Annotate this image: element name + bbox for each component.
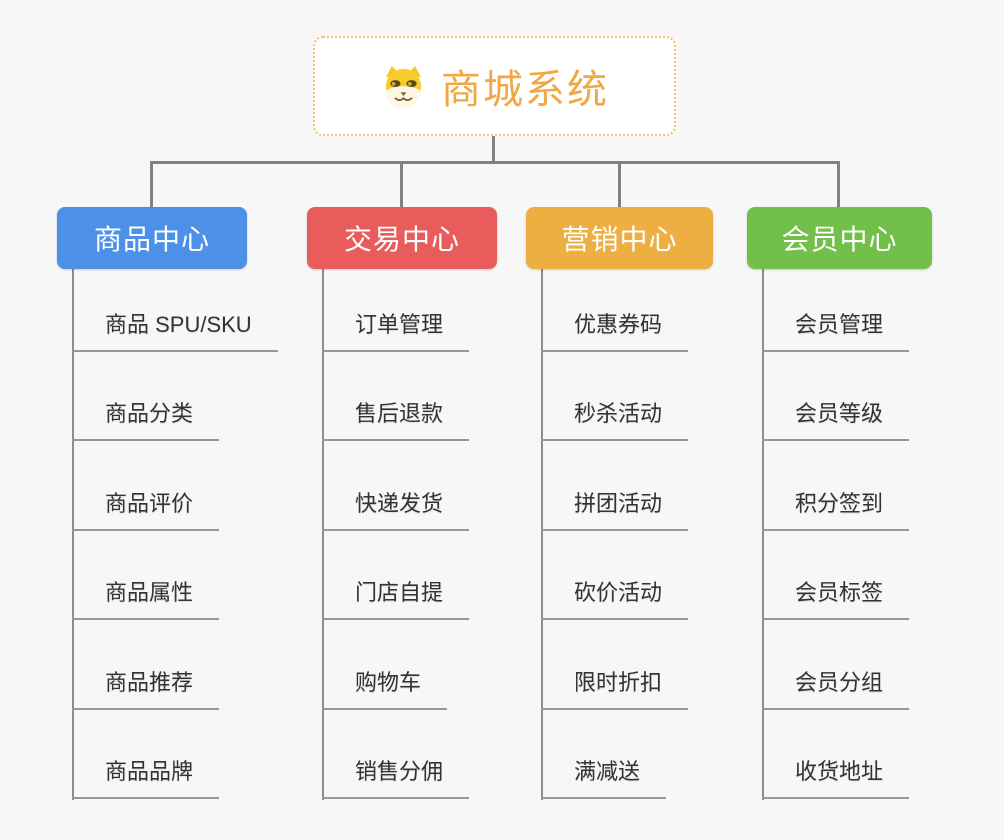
dog-face-icon	[385, 65, 422, 109]
leaf-topic[interactable]: 商品 SPU/SKU	[72, 310, 278, 352]
leaf-topic[interactable]: 订单管理	[322, 310, 470, 352]
leaf-topic[interactable]: 会员标签	[762, 578, 910, 620]
branch-drop-line	[618, 161, 621, 208]
branch-trunk-line	[72, 269, 74, 800]
leaf-topic[interactable]: 售后退款	[322, 399, 470, 441]
leaf-topic[interactable]: 购物车	[322, 668, 448, 710]
root-topic-node[interactable]: 商城系统	[313, 36, 676, 136]
leaf-topic[interactable]: 会员分组	[762, 668, 910, 710]
leaf-topic[interactable]: 商品品牌	[72, 757, 220, 799]
leaf-topic[interactable]: 快递发货	[322, 489, 470, 531]
leaf-topic[interactable]: 限时折扣	[541, 668, 689, 710]
leaf-topic[interactable]: 优惠券码	[541, 310, 689, 352]
branch-trunk-line	[322, 269, 324, 800]
branch-label: 交易中心	[343, 224, 460, 255]
branch-node-marketing-center[interactable]: 营销中心	[526, 207, 713, 269]
leaf-topic[interactable]: 商品属性	[72, 578, 220, 620]
branch-drop-line	[837, 161, 840, 208]
leaf-topic[interactable]: 商品评价	[72, 489, 220, 531]
leaf-topic[interactable]: 收货地址	[762, 757, 910, 799]
branch-trunk-line	[762, 269, 764, 800]
leaf-topic[interactable]: 商品推荐	[72, 668, 220, 710]
branch-node-product-center[interactable]: 商品中心	[57, 207, 247, 269]
branch-label: 会员中心	[781, 224, 898, 255]
branch-label: 商品中心	[93, 224, 210, 255]
root-connector-line	[492, 136, 495, 164]
leaf-topic[interactable]: 拼团活动	[541, 489, 689, 531]
leaf-topic[interactable]: 满减送	[541, 757, 667, 799]
leaf-topic[interactable]: 销售分佣	[322, 757, 470, 799]
branch-trunk-line	[541, 269, 543, 800]
leaf-topic[interactable]: 会员等级	[762, 399, 910, 441]
leaf-topic[interactable]: 商品分类	[72, 399, 220, 441]
branch-drop-line	[400, 161, 403, 208]
branch-bus-line	[150, 161, 840, 164]
branch-drop-line	[150, 161, 153, 208]
branch-node-trade-center[interactable]: 交易中心	[307, 207, 497, 269]
branch-label: 营销中心	[561, 224, 678, 255]
leaf-topic[interactable]: 砍价活动	[541, 578, 689, 620]
root-topic-title: 商城系统	[441, 68, 609, 112]
leaf-topic[interactable]: 积分签到	[762, 489, 910, 531]
leaf-topic[interactable]: 会员管理	[762, 310, 910, 352]
leaf-topic[interactable]: 门店自提	[322, 578, 470, 620]
leaf-topic[interactable]: 秒杀活动	[541, 399, 689, 441]
branch-node-member-center[interactable]: 会员中心	[747, 207, 932, 269]
